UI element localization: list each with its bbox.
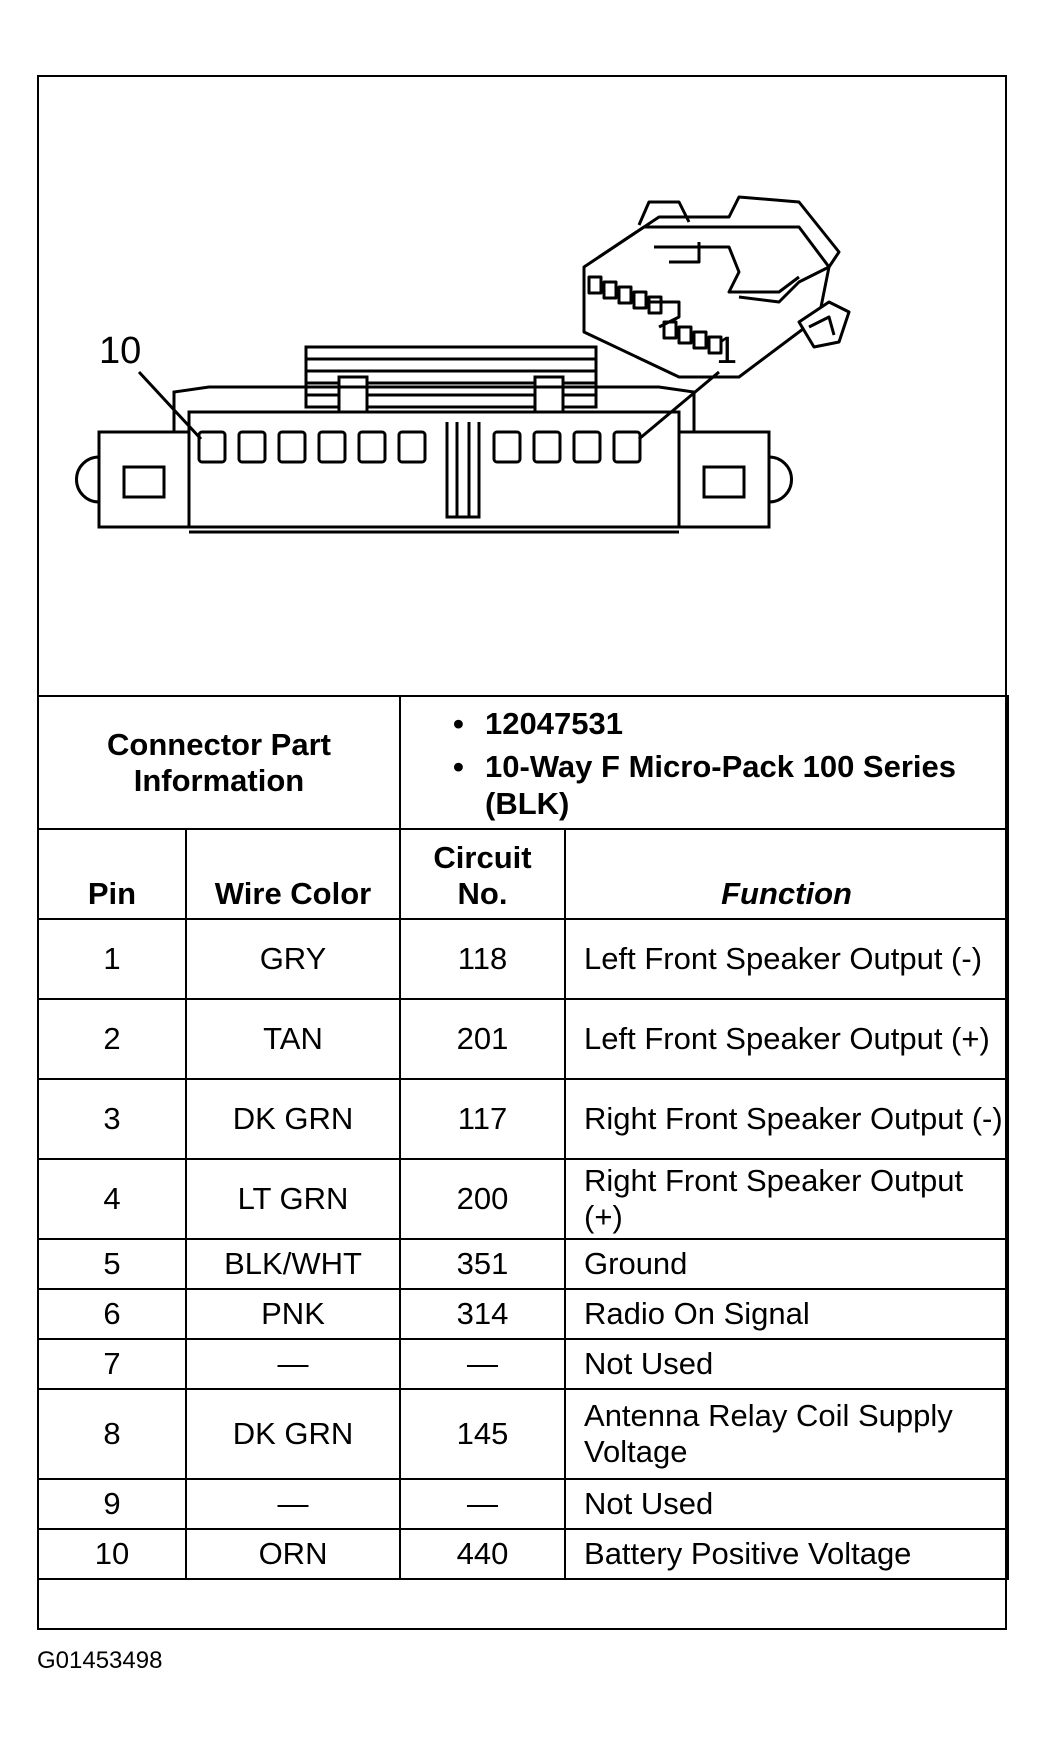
bullet-dot: • (453, 706, 464, 741)
circuit-cell: 200 (399, 1158, 567, 1240)
function-cell: Right Front Speaker Output (-) (564, 1078, 1010, 1160)
wire-color-cell: BLK/WHT (184, 1238, 402, 1290)
wire-color-cell: — (184, 1478, 402, 1530)
header-wire-color: Wire Color (184, 828, 402, 920)
function-cell: Not Used (564, 1478, 1010, 1530)
pin-cell: 10 (37, 1528, 187, 1580)
function-cell: Left Front Speaker Output (+) (564, 998, 1010, 1080)
wire-color-cell: ORN (184, 1528, 402, 1580)
circuit-cell: 118 (399, 918, 567, 1000)
function-cell: Not Used (564, 1338, 1010, 1390)
connector-3d-view (582, 195, 851, 379)
header-function: Function (564, 828, 1010, 920)
wire-color-cell: DK GRN (184, 1078, 402, 1160)
pin-cell: 2 (37, 998, 187, 1080)
connector-type-bullet: • 10-Way F Micro-Pack 100 Series (BLK) (453, 748, 1007, 822)
wire-color-cell: PNK (184, 1288, 402, 1340)
function-cell: Left Front Speaker Output (-) (564, 918, 1010, 1000)
table-row: 3 DK GRN 117 Right Front Speaker Output … (37, 1078, 1010, 1160)
table-row: 9 — — Not Used (37, 1478, 1010, 1530)
function-cell: Radio On Signal (564, 1288, 1010, 1340)
circuit-cell: — (399, 1478, 567, 1530)
bullet-dot: • (453, 749, 464, 784)
circuit-cell: 201 (399, 998, 567, 1080)
connector-pin-cavities (197, 430, 642, 464)
table-row: 10 ORN 440 Battery Positive Voltage (37, 1528, 1010, 1580)
connector-figure-frame: 10 1 Connector Part Information • 120475… (36, 75, 1010, 1630)
table-row: 7 — — Not Used (37, 1338, 1010, 1390)
part-number-bullet: • 12047531 (453, 705, 1007, 742)
circuit-cell: — (399, 1338, 567, 1390)
table-row: 6 PNK 314 Radio On Signal (37, 1288, 1010, 1340)
header-row: Pin Wire Color Circuit No. Function (37, 828, 1010, 920)
circuit-cell: 117 (399, 1078, 567, 1160)
table-row: 4 LT GRN 200 Right Front Speaker Output … (37, 1158, 1010, 1240)
connector-pinout-table: Connector Part Information • 12047531 • … (36, 695, 1010, 1580)
part-number: 12047531 (485, 706, 623, 741)
circuit-cell: 145 (399, 1388, 567, 1480)
pin-cell: 6 (37, 1288, 187, 1340)
part-info-details: • 12047531 • 10-Way F Micro-Pack 100 Ser… (399, 695, 1010, 830)
pin-10-leader-line (137, 370, 203, 441)
connector-diagram: 10 1 (39, 77, 1005, 697)
pin-10-label: 10 (99, 330, 142, 372)
table-row: 8 DK GRN 145 Antenna Relay Coil Supply V… (37, 1388, 1010, 1480)
connector-type: 10-Way F Micro-Pack 100 Series (BLK) (485, 749, 956, 821)
circuit-cell: 440 (399, 1528, 567, 1580)
wire-color-cell: — (184, 1338, 402, 1390)
connector-3d-pin-row-lower (662, 320, 723, 355)
pin-1-leader-line (638, 370, 720, 441)
header-circuit-no: Circuit No. (399, 828, 567, 920)
table-row: 5 BLK/WHT 351 Ground (37, 1238, 1010, 1290)
part-info-row: Connector Part Information • 12047531 • … (36, 695, 1010, 830)
wire-color-cell: DK GRN (184, 1388, 402, 1480)
function-cell: Right Front Speaker Output (+) (564, 1158, 1010, 1240)
connector-illustration (75, 195, 851, 534)
wire-color-cell: TAN (184, 998, 402, 1080)
pin-cell: 4 (37, 1158, 187, 1240)
circuit-cell: 314 (399, 1288, 567, 1340)
function-cell: Ground (564, 1238, 1010, 1290)
table-row: 1 GRY 118 Left Front Speaker Output (-) (37, 918, 1010, 1000)
pin-cell: 1 (37, 918, 187, 1000)
circuit-cell: 351 (399, 1238, 567, 1290)
figure-id: G01453498 (37, 1647, 163, 1674)
table-row: 2 TAN 201 Left Front Speaker Output (+) (37, 998, 1010, 1080)
header-pin: Pin (37, 828, 187, 920)
pin-1-label: 1 (716, 330, 738, 372)
wire-color-cell: LT GRN (184, 1158, 402, 1240)
pin-cell: 5 (37, 1238, 187, 1290)
pin-cell: 8 (37, 1388, 187, 1480)
function-cell: Battery Positive Voltage (564, 1528, 1010, 1580)
wire-color-cell: GRY (184, 918, 402, 1000)
pin-cell: 3 (37, 1078, 187, 1160)
connector-front-view (75, 345, 793, 534)
function-cell: Antenna Relay Coil Supply Voltage (564, 1388, 1010, 1480)
pin-cell: 7 (37, 1338, 187, 1390)
pin-cell: 9 (37, 1478, 187, 1530)
part-info-label: Connector Part Information (36, 695, 402, 830)
connector-3d-pin-row-upper (587, 275, 663, 315)
